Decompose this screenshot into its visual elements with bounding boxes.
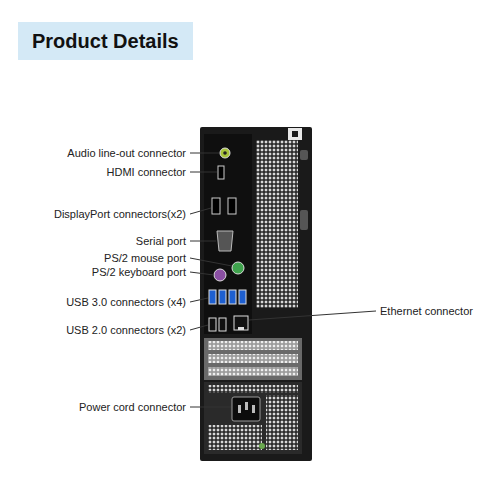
port-label: PS/2 mouse port bbox=[104, 252, 186, 265]
port-label: DisplayPort connectors(x2) bbox=[54, 208, 186, 221]
port-label: USB 2.0 connectors (x2) bbox=[66, 324, 186, 337]
power-supply bbox=[204, 382, 302, 454]
port-label: USB 3.0 connectors (x4) bbox=[66, 296, 186, 309]
vent-grille bbox=[256, 140, 298, 308]
title-banner: Product Details bbox=[18, 22, 193, 60]
port-label: PS/2 keyboard port bbox=[92, 266, 186, 279]
port-label: Serial port bbox=[136, 235, 186, 248]
port-label: Audio line-out connector bbox=[67, 147, 186, 160]
port-label: HDMI connector bbox=[107, 166, 186, 179]
power-socket bbox=[232, 397, 260, 421]
port-label: Power cord connector bbox=[79, 401, 186, 414]
leader-lines bbox=[190, 153, 376, 407]
port-label: Ethernet connector bbox=[380, 305, 473, 318]
chassis bbox=[200, 127, 312, 461]
